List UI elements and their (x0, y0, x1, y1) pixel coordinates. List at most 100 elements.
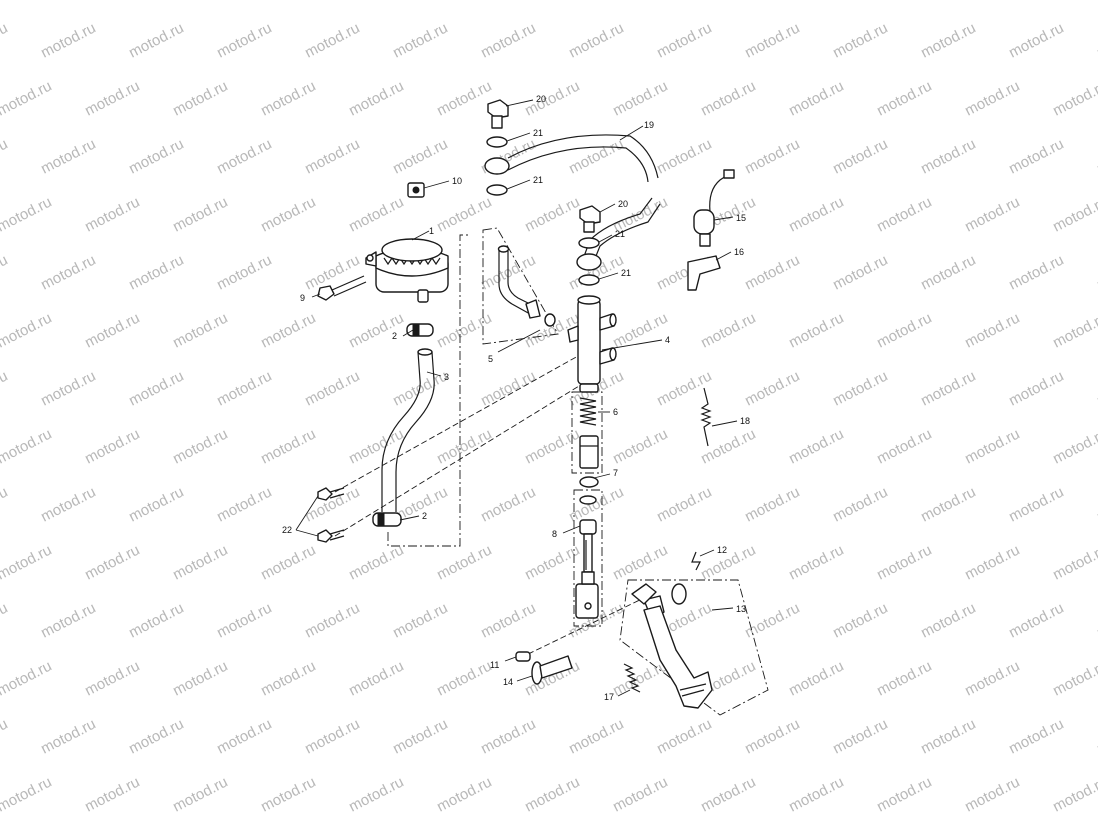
callout-3: 3 (444, 372, 449, 382)
watermark-text: motod.ru (874, 542, 934, 584)
callout-4: 4 (665, 335, 670, 345)
watermark-text: motod.ru (962, 78, 1022, 120)
callout-21-b: 21 (533, 175, 543, 185)
watermark-text: motod.ru (346, 774, 406, 816)
part-16-bracket (687, 255, 721, 291)
watermark-text: motod.ru (38, 252, 98, 294)
watermark-text: motod.ru (170, 658, 230, 700)
watermark-text: motod.ru (302, 136, 362, 178)
watermark-text: motod.ru (786, 542, 846, 584)
watermark-text: motod.ru (170, 310, 230, 352)
watermark-text: motod.ru (126, 252, 186, 294)
watermark-text: motod.ru (742, 20, 802, 62)
watermark-text: motod.ru (478, 368, 538, 410)
watermark-text: motod.ru (0, 542, 55, 584)
watermark-text: motod.ru (0, 716, 11, 758)
callout-labels: 1 2 2 3 4 5 6 7 8 9 10 11 12 13 14 15 16… (282, 94, 750, 702)
watermark-text: motod.ru (82, 426, 142, 468)
watermark-text: motod.ru (478, 716, 538, 758)
watermark-text: motod.ru (82, 194, 142, 236)
watermark-text: motod.ru (1006, 368, 1066, 410)
callout-10: 10 (452, 176, 462, 186)
watermark-text: motod.ru (742, 136, 802, 178)
watermark-text: motod.ru (170, 542, 230, 584)
watermark-text: motod.ru (390, 716, 450, 758)
watermark-text: motod.ru (126, 368, 186, 410)
watermark-text: motod.ru (786, 774, 846, 816)
part-4-master-cylinder (567, 295, 617, 393)
watermark-text: motod.ru (742, 600, 802, 642)
watermark-text: motod.ru (1006, 600, 1066, 642)
watermark-text: motod.ru (346, 310, 406, 352)
watermark-text: motod.ru (258, 78, 318, 120)
callout-21-c: 21 (615, 229, 625, 239)
watermark-text: motod.ru (742, 252, 802, 294)
watermark-text: motod.ru (698, 426, 758, 468)
watermark-text: motod.ru (610, 542, 670, 584)
watermark-text: motod.ru (610, 78, 670, 120)
callout-17: 17 (604, 692, 614, 702)
watermark-text: motod.ru (1094, 136, 1098, 178)
watermark-text: motod.ru (258, 0, 318, 4)
watermark-text: motod.ru (874, 658, 934, 700)
watermark-text: motod.ru (566, 20, 626, 62)
watermark-text: motod.ru (0, 194, 55, 236)
watermark-text: motod.ru (214, 484, 274, 526)
watermark-text: motod.ru (874, 0, 934, 4)
part-5-pipe-with-seal (497, 245, 556, 327)
watermark-text: motod.ru (82, 0, 142, 4)
watermark-text: motod.ru (38, 716, 98, 758)
part-1-reservoir (365, 238, 449, 303)
watermark-text: motod.ru (830, 600, 890, 642)
watermark-text: motod.ru (918, 716, 978, 758)
watermark-text: motod.ru (1094, 484, 1098, 526)
watermark-text: motod.ru (214, 20, 274, 62)
watermark-text: motod.ru (918, 484, 978, 526)
watermark-text: motod.ru (1050, 194, 1098, 236)
watermark-text: motod.ru (918, 368, 978, 410)
watermark-text: motod.ru (302, 20, 362, 62)
watermark-text: motod.ru (874, 78, 934, 120)
watermark-text: motod.ru (258, 426, 318, 468)
watermark-text: motod.ru (610, 658, 670, 700)
callout-1: 1 (429, 226, 434, 236)
part-21-sealing-washers (484, 136, 602, 286)
callout-20-lower: 20 (618, 199, 628, 209)
callout-7: 7 (613, 468, 618, 478)
callout-18: 18 (740, 416, 750, 426)
watermark-text: motod.ru (214, 252, 274, 294)
watermark-text: motod.ru (830, 716, 890, 758)
watermark-text: motod.ru (654, 20, 714, 62)
watermark-text: motod.ru (786, 0, 846, 4)
watermark-text: motod.ru (0, 368, 11, 410)
watermark-text: motod.ru (962, 774, 1022, 816)
watermark-text: motod.ru (610, 310, 670, 352)
callout-22: 22 (282, 525, 292, 535)
watermark-text: motod.ru (434, 774, 494, 816)
watermark-text: motod.ru (38, 136, 98, 178)
watermark-text: motod.ru (1050, 658, 1098, 700)
watermark-text: motod.ru (522, 78, 582, 120)
watermark-text: motod.ru (302, 368, 362, 410)
watermark-text: motod.ru (214, 716, 274, 758)
watermark-text: motod.ru (1094, 252, 1098, 294)
callout-13: 13 (736, 604, 746, 614)
watermark-text: motod.ru (1006, 484, 1066, 526)
watermark-text: motod.ru (0, 484, 11, 526)
watermark-text: motod.ru (170, 194, 230, 236)
watermark-text: motod.ru (874, 426, 934, 468)
watermark-text: motod.ru (82, 310, 142, 352)
callout-21-a: 21 (533, 128, 543, 138)
watermark-text: motod.ru (82, 78, 142, 120)
watermark-text: motod.ru (830, 484, 890, 526)
part-14-pivot-bolt (531, 655, 573, 685)
watermark-text: motod.ru (346, 542, 406, 584)
leader-lines (295, 99, 738, 697)
watermark-text: motod.ru (390, 600, 450, 642)
watermark-text: motod.ru (654, 484, 714, 526)
watermark-text: motod.ru (126, 600, 186, 642)
watermark-text: motod.ru (0, 78, 55, 120)
watermark-text: motod.ru (654, 368, 714, 410)
